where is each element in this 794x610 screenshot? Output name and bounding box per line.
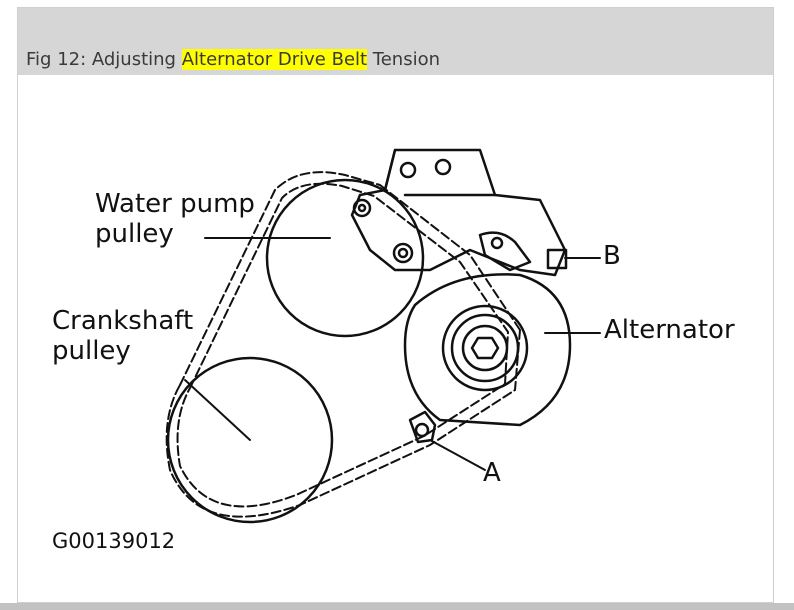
drive-belt [165,171,521,518]
water-pump-label: Water pump pulley [95,189,255,250]
water-pump-pulley [265,178,425,338]
caption-suffix: Tension [367,49,441,70]
bottom-edge [0,603,794,610]
figure-frame: Fig 12: Adjusting Alternator Drive Belt … [17,7,774,603]
alternator-label: Alternator [604,315,735,345]
crankshaft-leader [184,379,251,441]
figure-code: G00139012 [52,529,176,553]
water-pump-label-line1: Water pump [95,189,255,219]
water-pump-label-line2: pulley [95,218,174,249]
a-leader [429,439,486,471]
crankshaft-label: Crankshaft pulley [52,306,194,367]
caption-bar: Fig 12: Adjusting Alternator Drive Belt … [18,8,773,75]
caption-prefix: Fig 12: Adjusting [26,49,182,70]
point-b-label: B [603,241,621,271]
crankshaft-pulley [166,356,334,524]
leader-lines [184,237,601,471]
figure-caption: Fig 12: Adjusting Alternator Drive Belt … [26,49,440,70]
alternator-bracket [350,148,568,277]
point-a-label: A [483,458,501,488]
crankshaft-label-line2: pulley [52,335,131,366]
crankshaft-label-line1: Crankshaft [52,306,194,336]
caption-highlight: Alternator Drive Belt [181,49,368,70]
alternator [403,273,572,444]
